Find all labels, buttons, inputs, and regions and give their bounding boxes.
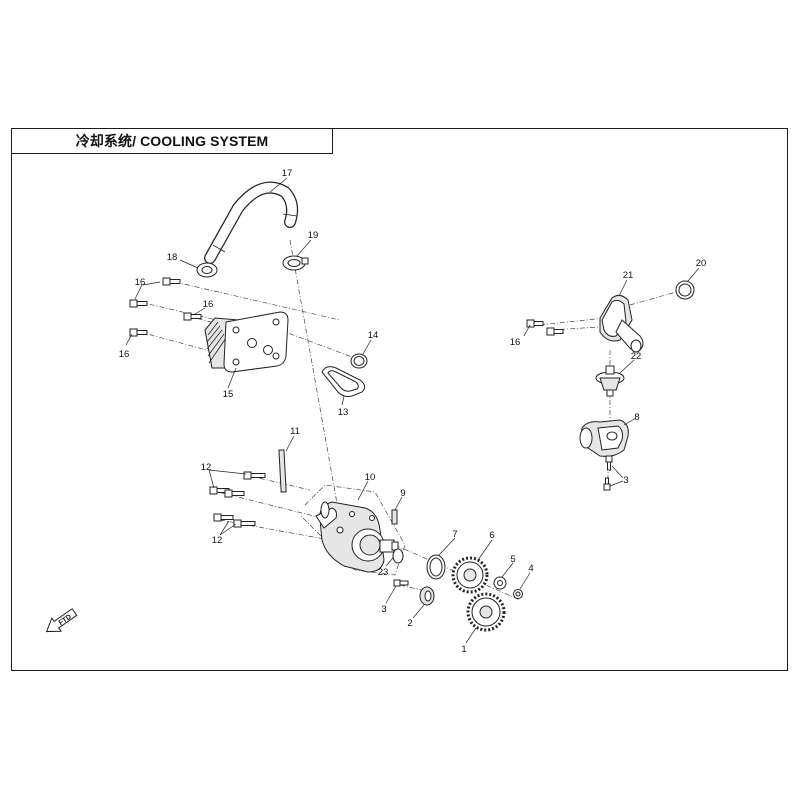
thermostat-part-22 xyxy=(595,365,625,397)
gear-part-6 xyxy=(451,556,489,594)
gasket-part-13 xyxy=(321,366,366,397)
bolt-part-16-b xyxy=(129,299,148,308)
title-box: 冷却系统/ COOLING SYSTEM xyxy=(11,128,333,154)
bolt-part-3-a xyxy=(605,455,613,471)
callout-c19: 19 xyxy=(308,230,319,241)
page-title: 冷却系统/ COOLING SYSTEM xyxy=(75,133,269,149)
callout-c17: 17 xyxy=(282,168,293,179)
callout-c1: 1 xyxy=(461,644,466,655)
seal-part-2 xyxy=(419,586,435,606)
o-ring-part-14 xyxy=(350,353,368,369)
callout-c16a: 16 xyxy=(135,277,146,288)
washer-part-5 xyxy=(493,576,507,590)
callout-c12b: 12 xyxy=(212,535,223,546)
callout-c12a: 12 xyxy=(201,462,212,473)
dowel-part-11 xyxy=(278,449,287,493)
callout-c8: 8 xyxy=(634,412,639,423)
callout-c14: 14 xyxy=(368,330,379,341)
callout-c9: 9 xyxy=(400,488,405,499)
bolt-part-16-e xyxy=(526,319,544,328)
callout-c7: 7 xyxy=(452,529,457,540)
oil-cooler-part-15 xyxy=(204,311,289,373)
bolt-part-3-b xyxy=(603,477,611,491)
water-pump-part-10 xyxy=(315,501,399,573)
front-direction-badge: FTD xyxy=(45,608,78,633)
callout-c11: 11 xyxy=(290,426,300,437)
hose-part-17 xyxy=(204,181,299,264)
callout-c6: 6 xyxy=(489,530,494,541)
gear-part-1 xyxy=(466,592,506,632)
o-ring-part-7 xyxy=(426,554,446,580)
callout-c20: 20 xyxy=(696,258,707,269)
bolt-part-3-c xyxy=(393,579,409,587)
callout-c18: 18 xyxy=(167,252,178,263)
bolt-part-16-d xyxy=(129,328,148,337)
bolt-part-12-c xyxy=(213,513,256,528)
callout-c21: 21 xyxy=(623,270,634,281)
bolt-part-16-f xyxy=(546,327,564,336)
assembly-guide-lines xyxy=(139,239,684,601)
thermostat-housing-part-8 xyxy=(579,419,629,457)
callout-c4: 4 xyxy=(528,563,533,574)
callout-c22: 22 xyxy=(631,351,642,362)
bolt-part-16-c xyxy=(183,312,202,321)
callout-c16d: 16 xyxy=(510,337,521,348)
callout-c16c: 16 xyxy=(119,349,130,360)
drawing-frame xyxy=(11,128,788,671)
callout-c5: 5 xyxy=(510,554,515,565)
callout-labels: 1233456789101112121314151616161617181920… xyxy=(119,168,707,655)
callout-c15: 15 xyxy=(223,389,234,400)
callout-c3b: 3 xyxy=(623,475,628,486)
nut-part-4 xyxy=(513,589,523,599)
callout-c16b: 16 xyxy=(203,299,214,310)
clamp-part-19 xyxy=(282,255,309,271)
bolt-part-16-a xyxy=(162,277,181,286)
bolt-part-12-a xyxy=(243,471,266,480)
pin-part-9 xyxy=(391,509,398,525)
o-ring-part-23 xyxy=(392,548,404,564)
callout-c13: 13 xyxy=(338,407,349,418)
o-ring-part-20 xyxy=(675,280,695,300)
callout-leaders xyxy=(125,177,700,644)
callout-c10: 10 xyxy=(365,472,376,483)
callout-c23: 23 xyxy=(378,567,389,578)
bolt-part-12-b xyxy=(209,486,245,498)
clamp-part-18 xyxy=(196,262,218,278)
callout-c3a: 3 xyxy=(381,604,386,615)
callout-c2: 2 xyxy=(407,618,412,629)
thermostat-cover-part-21 xyxy=(599,294,644,353)
